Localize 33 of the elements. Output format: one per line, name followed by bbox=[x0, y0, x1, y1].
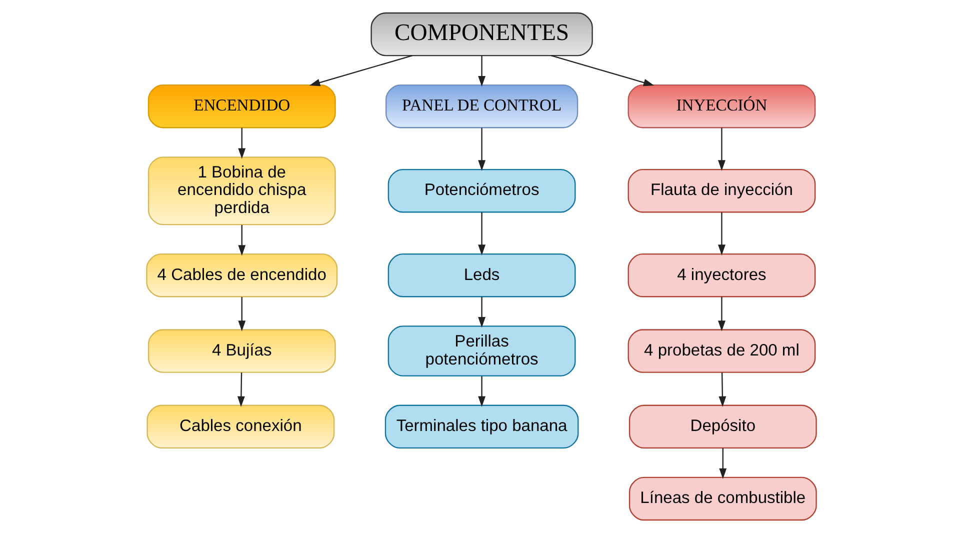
node-box: 4 Bujías bbox=[147, 329, 336, 373]
arrow bbox=[478, 56, 486, 87]
arrow bbox=[478, 212, 486, 256]
arrow bbox=[718, 296, 725, 332]
arrow bbox=[718, 128, 725, 171]
arrow bbox=[718, 212, 725, 256]
node-box: 1 Bobina de encendido chispa perdida bbox=[147, 156, 336, 226]
node-box: 4 probetas de 200 ml bbox=[627, 329, 816, 373]
node-box: PANEL DE CONTROL bbox=[384, 84, 578, 128]
arrow bbox=[238, 296, 246, 332]
node-box: Cables conexión bbox=[146, 404, 334, 448]
node-box: 4 Cables de encendido bbox=[146, 254, 338, 298]
node-box: INYECCIÓN bbox=[627, 84, 816, 128]
node-box: Líneas de combustible bbox=[628, 476, 816, 521]
node-box: Terminales tipo banana bbox=[384, 404, 578, 448]
node-box: 4 inyectores bbox=[627, 254, 816, 298]
arrow bbox=[238, 128, 246, 159]
node-box: ENCENDIDO bbox=[147, 84, 336, 128]
arrow bbox=[238, 224, 246, 256]
node-box: Leds bbox=[387, 254, 576, 298]
arrow bbox=[718, 448, 726, 479]
arrow bbox=[308, 55, 412, 86]
node-box: COMPONENTES bbox=[370, 12, 592, 56]
arrow bbox=[478, 128, 486, 171]
arrow bbox=[478, 296, 486, 328]
node-box: Depósito bbox=[628, 404, 816, 448]
arrow bbox=[478, 376, 486, 407]
node-box: Perillas potenciómetros bbox=[387, 326, 576, 376]
node-box: Potenciómetros bbox=[387, 169, 576, 213]
node-box: Flauta de inyección bbox=[627, 169, 816, 213]
arrow bbox=[718, 372, 726, 407]
arrow bbox=[550, 55, 654, 86]
arrow bbox=[236, 372, 244, 407]
